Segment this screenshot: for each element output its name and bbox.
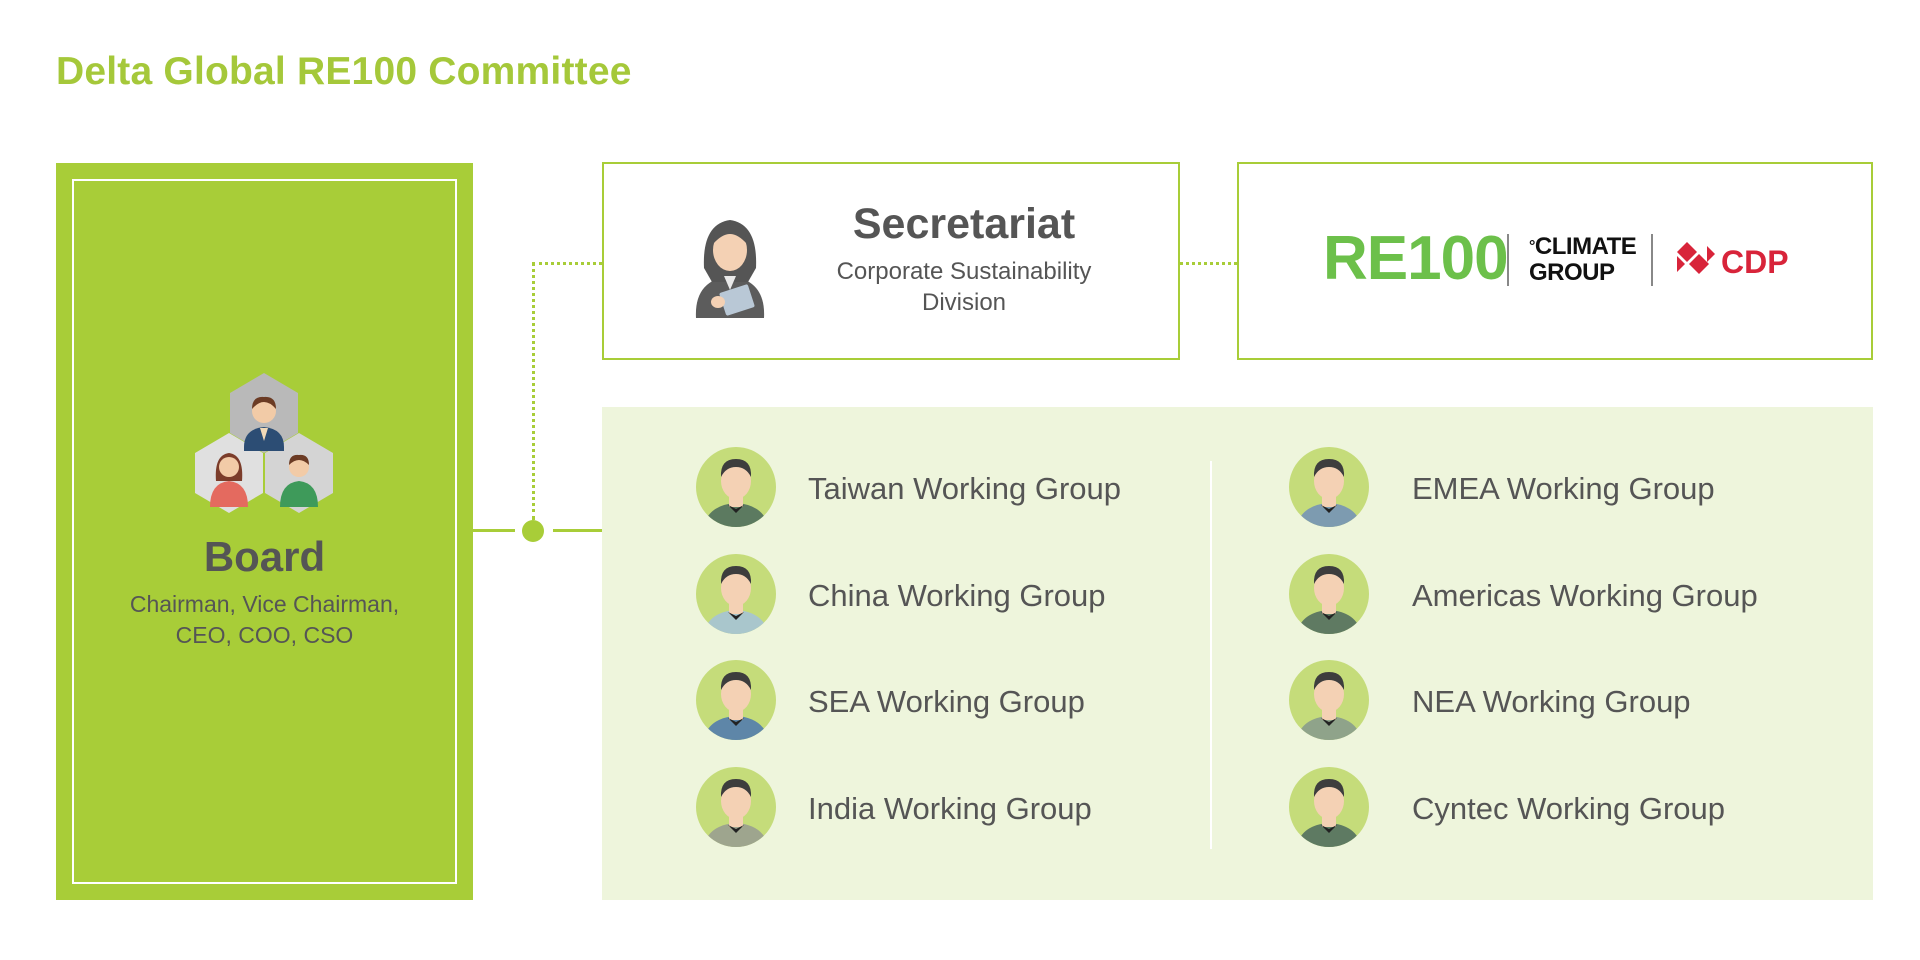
working-group-item: NEA Working Group bbox=[1287, 658, 1787, 748]
groups-divider bbox=[1210, 461, 1212, 849]
secretariat-subtitle-line1: Corporate Sustainability bbox=[836, 258, 1092, 285]
working-group-label: China Working Group bbox=[808, 578, 1106, 613]
working-group-label: SEA Working Group bbox=[808, 684, 1085, 719]
board-members-line1: Chairman, Vice Chairman, bbox=[129, 591, 400, 617]
working-group-label: Cyntec Working Group bbox=[1412, 791, 1725, 826]
working-group-item: Taiwan Working Group bbox=[694, 445, 1194, 535]
connector-dotted-secretariat bbox=[532, 262, 602, 265]
secretary-icon bbox=[695, 220, 765, 318]
working-group-label: India Working Group bbox=[808, 791, 1092, 826]
working-group-label: Taiwan Working Group bbox=[808, 471, 1122, 506]
climate-group-logo: °CLIMATE GROUP bbox=[1529, 233, 1637, 286]
connector-dotted-vertical bbox=[532, 262, 535, 520]
working-group-label: Americas Working Group bbox=[1412, 578, 1758, 613]
page-title: Delta Global RE100 Committee bbox=[56, 50, 632, 93]
connector-line-groups bbox=[553, 529, 603, 532]
partners-box: RE100 °CLIMATE GROUP CDP bbox=[1237, 162, 1873, 360]
board-members-line2: CEO, COO, CSO bbox=[175, 622, 354, 648]
working-group-label: NEA Working Group bbox=[1412, 684, 1691, 719]
person-avatar-icon bbox=[1289, 447, 1369, 527]
board-inner-border bbox=[72, 179, 457, 884]
connector-dotted-partners bbox=[1180, 262, 1237, 265]
climate-group-line1: CLIMATE bbox=[1534, 233, 1637, 260]
working-group-item: Americas Working Group bbox=[1287, 552, 1787, 642]
working-group-item: India Working Group bbox=[694, 765, 1194, 855]
board-box: Board Chairman, Vice Chairman, CEO, COO,… bbox=[56, 163, 473, 900]
working-group-item: China Working Group bbox=[694, 552, 1194, 642]
secretariat-subtitle-line2: Division bbox=[921, 289, 1007, 316]
secretariat-box: Secretariat Corporate Sustainability Div… bbox=[602, 162, 1180, 360]
person-avatar-icon bbox=[696, 554, 776, 634]
logo-separator bbox=[1507, 234, 1509, 286]
cdp-mark-icon bbox=[1677, 242, 1715, 274]
working-group-label: EMEA Working Group bbox=[1412, 471, 1715, 506]
re100-logo: RE100 bbox=[1323, 224, 1509, 293]
connector-node bbox=[522, 520, 544, 542]
secretariat-subtitle: Corporate Sustainability Division bbox=[804, 256, 1124, 318]
person-avatar-icon bbox=[1289, 767, 1369, 847]
working-group-item: SEA Working Group bbox=[694, 658, 1194, 748]
board-title: Board bbox=[203, 533, 326, 580]
working-group-item: EMEA Working Group bbox=[1287, 445, 1787, 535]
secretariat-title: Secretariat bbox=[852, 200, 1076, 248]
logo-separator bbox=[1651, 234, 1653, 286]
cdp-logo-text: CDP bbox=[1721, 244, 1789, 280]
connector-line-board bbox=[473, 529, 515, 532]
person-avatar-icon bbox=[1289, 660, 1369, 740]
person-avatar-icon bbox=[696, 767, 776, 847]
team-icon bbox=[195, 373, 333, 513]
board-members: Chairman, Vice Chairman, CEO, COO, CSO bbox=[76, 589, 453, 651]
person-avatar-icon bbox=[696, 447, 776, 527]
climate-group-line2: GROUP bbox=[1529, 259, 1615, 286]
working-group-item: Cyntec Working Group bbox=[1287, 765, 1787, 855]
person-avatar-icon bbox=[696, 660, 776, 740]
person-avatar-icon bbox=[1289, 554, 1369, 634]
